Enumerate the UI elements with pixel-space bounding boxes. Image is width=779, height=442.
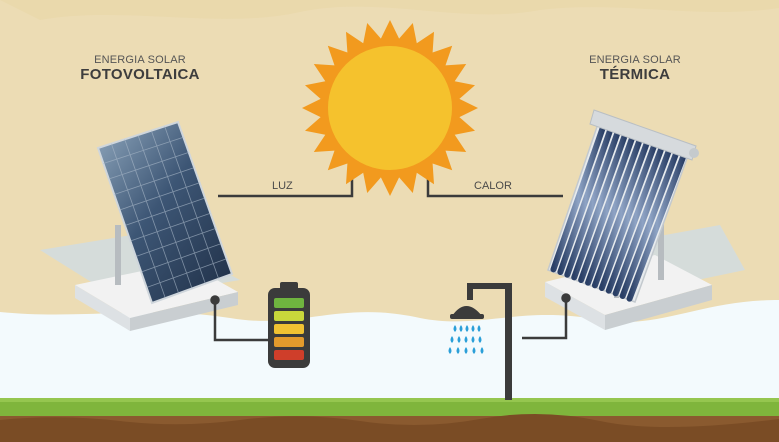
vacuum-tube xyxy=(571,130,629,281)
shower-icon xyxy=(448,283,512,400)
water-drop xyxy=(478,336,482,343)
water-drop xyxy=(457,336,461,343)
vacuum-tube xyxy=(578,132,636,283)
water-drop xyxy=(471,336,475,343)
water-drop xyxy=(459,325,463,332)
right-title: ENERGIA SOLAR TÉRMICA xyxy=(565,54,705,83)
left-title-big: FOTOVOLTAICA xyxy=(80,66,200,83)
right-title-big: TÉRMICA xyxy=(599,66,671,83)
water-drop xyxy=(477,325,481,332)
battery-level-bar xyxy=(274,350,304,360)
water-drop xyxy=(465,325,469,332)
vacuum-tube xyxy=(585,135,644,286)
water-drop xyxy=(453,325,457,332)
water-drop xyxy=(480,347,484,354)
water-drop xyxy=(450,336,454,343)
battery-level-bar xyxy=(274,324,304,334)
calor-label: CALOR xyxy=(474,180,512,192)
battery-level-bar xyxy=(274,337,304,347)
water-drop xyxy=(471,325,475,332)
water-drop xyxy=(448,347,452,354)
water-drop xyxy=(472,347,476,354)
vacuum-tube xyxy=(619,148,680,299)
battery-level-bar xyxy=(274,298,304,308)
battery-level-bar xyxy=(274,311,304,321)
left-title: ENERGIA SOLAR FOTOVOLTAICA xyxy=(70,54,210,83)
left-title-small: ENERGIA SOLAR xyxy=(94,54,186,66)
right-title-small: ENERGIA SOLAR xyxy=(589,54,681,66)
battery-icon xyxy=(268,282,310,368)
water-drop xyxy=(464,336,468,343)
water-drop xyxy=(464,347,468,354)
water-drop xyxy=(456,347,460,354)
vacuum-tube xyxy=(598,140,658,291)
sun-core xyxy=(328,46,452,170)
vacuum-tube xyxy=(591,137,651,289)
vacuum-tube xyxy=(612,145,673,297)
sun-icon xyxy=(302,20,478,196)
vacuum-tube xyxy=(626,150,688,302)
collector-shower-wire xyxy=(522,293,571,340)
vacuum-tube xyxy=(550,122,607,273)
luz-label: LUZ xyxy=(272,180,293,192)
vacuum-tube xyxy=(557,124,614,275)
vacuum-tube xyxy=(605,142,666,294)
grass-strip xyxy=(0,398,779,416)
solar-thermal-collector-icon xyxy=(545,109,745,330)
pv-battery-wire xyxy=(210,295,268,342)
vacuum-tube xyxy=(564,127,622,278)
